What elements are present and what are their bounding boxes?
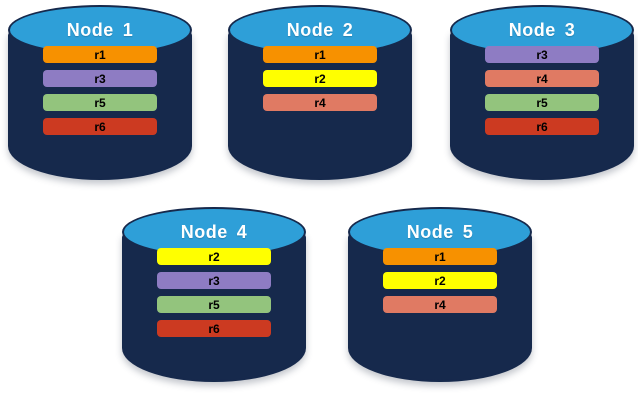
replica-label: r2 bbox=[434, 273, 446, 288]
replica-bar[interactable]: r1 bbox=[43, 46, 157, 63]
replica-label: r5 bbox=[94, 95, 106, 110]
replica-bar[interactable]: r2 bbox=[263, 70, 377, 87]
replica-label: r4 bbox=[536, 71, 548, 86]
replica-label: r1 bbox=[94, 47, 106, 62]
replica-label: r1 bbox=[434, 249, 446, 264]
replica-list: r3 r4 r5 r6 bbox=[450, 46, 634, 135]
replica-bar[interactable]: r5 bbox=[43, 94, 157, 111]
replica-label: r2 bbox=[314, 71, 326, 86]
replica-label: r6 bbox=[536, 119, 548, 134]
replica-label: r6 bbox=[94, 119, 106, 134]
cylinder-top-ellipse bbox=[348, 207, 532, 257]
replica-label: r5 bbox=[208, 297, 220, 312]
replica-bar[interactable]: r6 bbox=[157, 320, 271, 337]
replica-label: r6 bbox=[208, 321, 220, 336]
replica-bar[interactable]: r4 bbox=[485, 70, 599, 87]
replica-label: r3 bbox=[536, 47, 548, 62]
replica-label: r5 bbox=[536, 95, 548, 110]
replica-label: r3 bbox=[208, 273, 220, 288]
replica-list: r1 r3 r5 r6 bbox=[8, 46, 192, 135]
replica-label: r4 bbox=[314, 95, 326, 110]
replica-bar[interactable]: r5 bbox=[157, 296, 271, 313]
replica-bar[interactable]: r3 bbox=[43, 70, 157, 87]
replica-list: r1 r2 r4 bbox=[228, 46, 412, 111]
replica-bar[interactable]: r4 bbox=[263, 94, 377, 111]
replica-bar[interactable]: r2 bbox=[383, 272, 497, 289]
replica-bar[interactable]: r3 bbox=[157, 272, 271, 289]
replica-label: r1 bbox=[314, 47, 326, 62]
replica-label: r3 bbox=[94, 71, 106, 86]
replica-bar[interactable]: r1 bbox=[263, 46, 377, 63]
replica-list: r1 r2 r4 bbox=[348, 248, 532, 313]
replica-label: r4 bbox=[434, 297, 446, 312]
replica-bar[interactable]: r6 bbox=[43, 118, 157, 135]
replica-label: r2 bbox=[208, 249, 220, 264]
replica-bar[interactable]: r2 bbox=[157, 248, 271, 265]
replica-bar[interactable]: r5 bbox=[485, 94, 599, 111]
replica-bar[interactable]: r4 bbox=[383, 296, 497, 313]
replica-bar[interactable]: r1 bbox=[383, 248, 497, 265]
replica-bar[interactable]: r3 bbox=[485, 46, 599, 63]
replica-bar[interactable]: r6 bbox=[485, 118, 599, 135]
replica-list: r2 r3 r5 r6 bbox=[122, 248, 306, 337]
